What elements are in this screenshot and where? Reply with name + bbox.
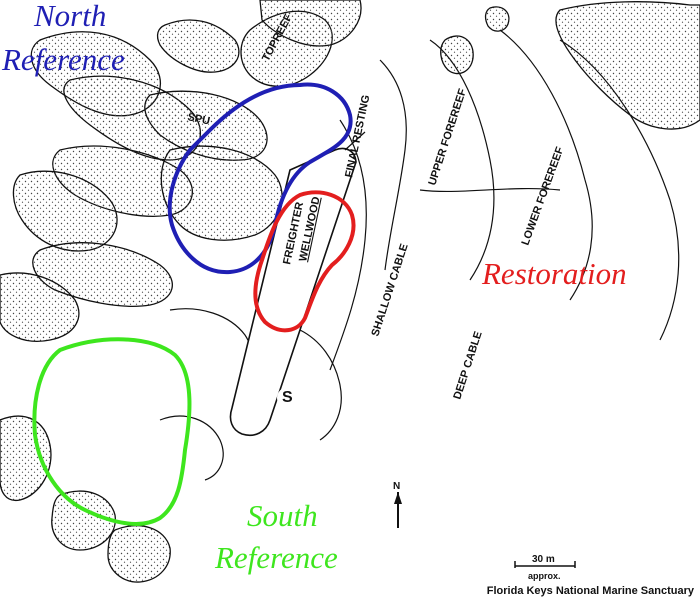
reef-patch	[0, 272, 80, 342]
scale-distance-label: 30 m	[532, 554, 555, 565]
lower-forereef-label: LOWER FOREREEF	[520, 145, 567, 247]
deep-cable-label: DEEP CABLE	[451, 330, 484, 401]
reef-patch	[107, 525, 171, 583]
site-s-label: S	[282, 389, 293, 406]
reef-patch	[440, 35, 474, 75]
map-labels: TOPREEF SPU FINAL RESTING UPPER FOREREEF…	[186, 12, 566, 581]
restoration-boundary	[253, 190, 356, 333]
north-reference-title-line2: Reference	[2, 42, 125, 77]
shallow-cable-label: SHALLOW CABLE	[369, 242, 410, 338]
map-credit: Florida Keys National Marine Sanctuary	[486, 585, 694, 597]
forereef-outlines	[329, 29, 680, 371]
reef-patch	[484, 6, 510, 32]
reef-patch	[156, 19, 240, 73]
spur-label: SPU	[186, 111, 211, 127]
south-reference-title-line2: Reference	[215, 540, 338, 575]
north-arrow-label: N	[393, 481, 400, 492]
south-reference-boundary	[32, 337, 192, 526]
restoration-title: Restoration	[482, 256, 627, 291]
scale-bar	[514, 561, 576, 568]
scale-qualifier-label: approx.	[528, 571, 561, 581]
freighter-wreck	[229, 131, 366, 436]
south-reference-title-line1: South	[247, 498, 318, 533]
reef-patch	[51, 490, 116, 551]
north-reference-title-line1: North	[34, 0, 107, 33]
reef-patch	[555, 1, 700, 130]
reef-patches	[0, 0, 700, 583]
north-reference-boundary	[167, 82, 353, 275]
north-arrow	[394, 492, 402, 528]
reef-patch	[160, 145, 283, 241]
reef-patch	[0, 415, 52, 502]
reef-patch	[259, 0, 362, 47]
upper-forereef-label: UPPER FOREREEF	[426, 87, 469, 187]
